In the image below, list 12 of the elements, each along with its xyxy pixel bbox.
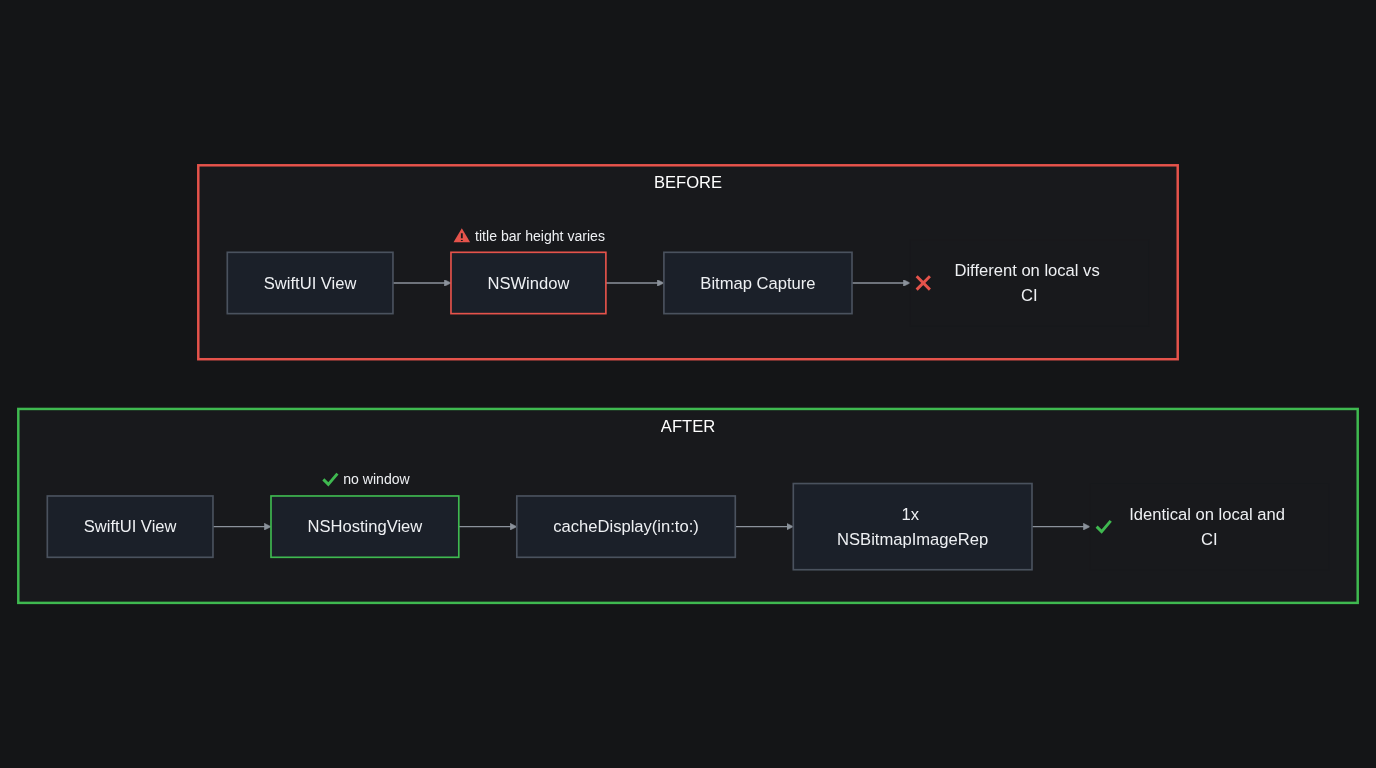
node-box: NSWindow [450, 251, 607, 315]
note-text: no window [343, 471, 410, 488]
node-box: cacheDisplay(in:to:) [515, 495, 737, 559]
node-text: Different on local vs CI [954, 261, 1100, 305]
node-box: SwiftUI View [226, 251, 394, 315]
node-text: Identical on local and CI [1129, 504, 1285, 549]
node-box: NSHostingView [270, 495, 460, 559]
node-box: Bitmap Capture [663, 251, 853, 315]
note-text: title bar height varies [475, 227, 605, 244]
node-box: 1x NSBitmapImageRep [792, 482, 1033, 571]
arrow [1031, 522, 1091, 531]
node-box: SwiftUI View [46, 495, 214, 559]
